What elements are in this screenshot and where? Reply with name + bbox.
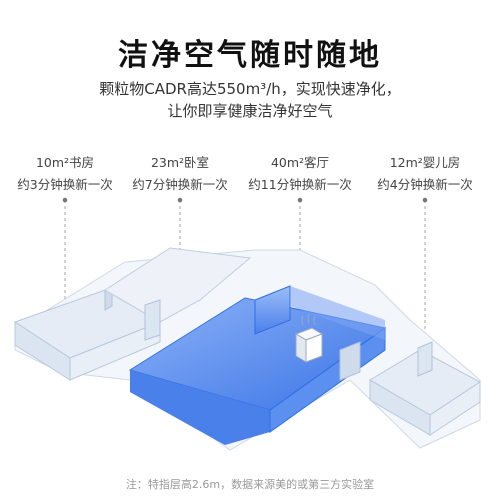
room-label-living: 40m²客厅 约11分钟换新一次: [245, 152, 355, 196]
room-name-study: 10m²书房: [35, 155, 95, 170]
subtitle-line-2: 让你即享健康洁净好空气: [167, 102, 333, 120]
room-name-living: 40m²客厅: [270, 155, 330, 170]
room-label-nursery: 12m²婴儿房 约4分钟换新一次: [370, 152, 480, 196]
room-label-study: 10m²书房 约3分钟换新一次: [10, 152, 120, 196]
room-living: [128, 285, 387, 445]
room-time-study: 约3分钟换新一次: [17, 177, 113, 192]
room-name-nursery: 12m²婴儿房: [389, 155, 461, 170]
pointer-dots: [62, 197, 428, 203]
air-purifier-icon: [294, 313, 324, 363]
room-bedroom: [104, 247, 252, 341]
page-title: 洁净空气随时随地: [118, 38, 382, 73]
room-time-bedroom: 约7分钟换新一次: [132, 177, 228, 192]
room-name-bedroom: 23m²卧室: [150, 155, 210, 170]
room-study: [13, 285, 162, 381]
footnote: 注：特指层高2.6m，数据来源美的或第三方实验室: [125, 478, 375, 491]
room-time-nursery: 约4分钟换新一次: [377, 177, 473, 192]
room-label-bedroom: 23m²卧室 约7分钟换新一次: [125, 152, 235, 196]
room-time-living: 约11分钟换新一次: [248, 177, 352, 192]
room-nursery: [369, 341, 481, 436]
subtitle-line-1: 颗粒物CADR高达550m³/h，实现快速净化，: [99, 80, 401, 98]
